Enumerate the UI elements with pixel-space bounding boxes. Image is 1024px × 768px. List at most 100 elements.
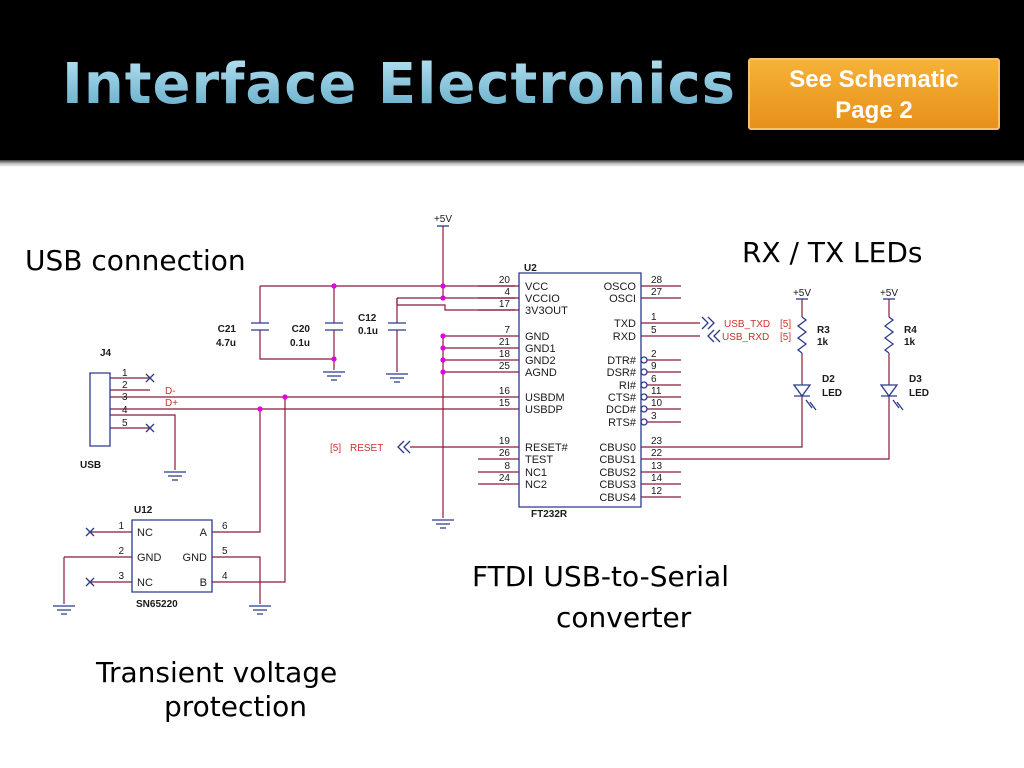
u2-pin-number: 8 xyxy=(504,461,510,472)
caption-usb-connection: USB connection xyxy=(25,244,246,277)
capacitor-c20 xyxy=(325,322,343,331)
u2-pin-number: 18 xyxy=(499,349,511,360)
u2-pin-name: RI# xyxy=(619,380,637,392)
u12-pin-number: 2 xyxy=(118,546,124,557)
u12-ref: U12 xyxy=(134,505,153,516)
page-title: Interface Electronics xyxy=(62,52,736,117)
u2-pin-name: 3V3OUT xyxy=(525,305,568,317)
u2-pin-number: 21 xyxy=(499,337,511,348)
ground-u12-left xyxy=(53,605,75,615)
schematic-labels: +5VC214.7uC200.1uC120.1uU2FT232R20VCC4VC… xyxy=(80,214,929,610)
rxd-page-ref: [5] xyxy=(780,332,791,343)
wire-cbus1-led xyxy=(681,396,890,460)
junction-dot xyxy=(440,357,446,363)
cap-ref-c20: C20 xyxy=(292,324,311,335)
u2-pin-name: DSR# xyxy=(607,367,637,379)
ground-u12-right xyxy=(249,605,271,615)
power-label-5v-main: +5V xyxy=(434,214,452,225)
cap-ref-c21: C21 xyxy=(218,324,237,335)
u12-pin-name: NC xyxy=(137,577,153,589)
no-connect-mark xyxy=(145,423,155,433)
u12-part: SN65220 xyxy=(136,599,178,610)
no-connect-mark xyxy=(85,577,95,587)
u2-pin-number: 22 xyxy=(651,448,663,459)
u2-pin-name: TEST xyxy=(525,454,553,466)
see-schematic-button[interactable]: See Schematic Page 2 xyxy=(748,58,1000,130)
u2-pin-name: CBUS2 xyxy=(599,467,636,479)
no-connect-mark xyxy=(85,527,95,537)
active-low-bubble xyxy=(640,418,648,426)
txd-net-arrow xyxy=(701,316,715,330)
led-d3 xyxy=(879,384,899,398)
j4-pin-number: 1 xyxy=(122,368,128,379)
caption-rx-tx-leds: RX / TX LEDs xyxy=(742,236,923,269)
junction-dot xyxy=(282,394,288,400)
u2-pin-name: DTR# xyxy=(607,355,637,367)
u2-pin-name: GND xyxy=(525,331,550,343)
u2-ref: U2 xyxy=(524,263,537,274)
wire-cbus0-led xyxy=(681,396,803,448)
reset-net-arrow xyxy=(397,440,411,454)
u2-pin-number: 4 xyxy=(504,287,510,298)
caption-ftdi-line-2: converter xyxy=(556,601,692,634)
connector-j4-body xyxy=(89,372,111,447)
u12-pin-name: NC xyxy=(137,527,153,539)
wire-j4-gnd xyxy=(110,414,176,470)
resistor-value: 1k xyxy=(904,337,916,348)
u2-pin-number: 3 xyxy=(651,411,657,422)
caption-tvs-line-1: Transient voltage xyxy=(96,656,338,689)
led-d2 xyxy=(792,384,812,398)
resistor-ref: R3 xyxy=(817,325,830,336)
led-value: LED xyxy=(822,388,842,399)
j4-pin-number: 2 xyxy=(122,380,128,391)
u2-pin-number: 6 xyxy=(651,374,657,385)
u2-pin-number: 23 xyxy=(651,436,663,447)
u2-pin-name: RESET# xyxy=(525,442,569,454)
u2-pin-number: 26 xyxy=(499,448,511,459)
active-low-bubble xyxy=(640,381,648,389)
resistor-r4 xyxy=(883,316,895,354)
wires xyxy=(63,226,890,604)
u2-pin-number: 5 xyxy=(651,325,657,336)
cap-value-c12: 0.1u xyxy=(358,326,378,337)
ground-c20 xyxy=(323,371,345,381)
u2-pin-number: 16 xyxy=(499,386,511,397)
active-low-bubble xyxy=(640,393,648,401)
junction-dot xyxy=(440,283,446,289)
u2-pin-name: VCC xyxy=(525,281,548,293)
u2-pin-number: 15 xyxy=(499,398,511,409)
cap-value-c21: 4.7u xyxy=(216,338,236,349)
u2-pin-number: 12 xyxy=(651,486,663,497)
net-label-d-plus: D+ xyxy=(165,398,178,409)
power-label-5v-led: +5V xyxy=(880,288,898,299)
led-emission-arrows xyxy=(892,399,904,411)
capacitor-c21 xyxy=(251,322,269,331)
u2-pin-number: 9 xyxy=(651,361,657,372)
u2-pin-name: NC1 xyxy=(525,467,547,479)
u2-pin-name: OSCI xyxy=(609,293,636,305)
cap-value-c20: 0.1u xyxy=(290,338,310,349)
u2-pin-name: VCCIO xyxy=(525,293,560,305)
wire-u12-a xyxy=(212,409,261,533)
wire-u12-b xyxy=(212,397,286,583)
capacitor-c12 xyxy=(388,322,406,331)
resistor-value: 1k xyxy=(817,337,829,348)
u2-pin-number: 11 xyxy=(651,386,662,397)
u2-pin-number: 10 xyxy=(651,398,663,409)
see-schematic-button-line-1: See Schematic xyxy=(789,66,959,93)
wire-u12-gnd-right xyxy=(212,556,261,604)
u2-pin-name: USBDM xyxy=(525,392,565,404)
u2-pin-name: NC2 xyxy=(525,479,547,491)
caption-ftdi-line-1: FTDI USB-to-Serial xyxy=(472,560,729,593)
wire-3v3out xyxy=(396,298,515,311)
title-divider xyxy=(0,160,1024,167)
junction-dot xyxy=(440,333,446,339)
u12-pin-name: B xyxy=(200,577,207,589)
net-label-usb-txd: USB_TXD xyxy=(724,319,770,330)
reset-page-ref: [5] xyxy=(330,443,341,454)
rxd-net-arrow xyxy=(707,329,721,343)
ground-c12 xyxy=(386,373,408,383)
net-label-reset: RESET xyxy=(350,443,383,454)
ground-u2 xyxy=(432,519,454,529)
j4-ref: J4 xyxy=(100,348,112,359)
